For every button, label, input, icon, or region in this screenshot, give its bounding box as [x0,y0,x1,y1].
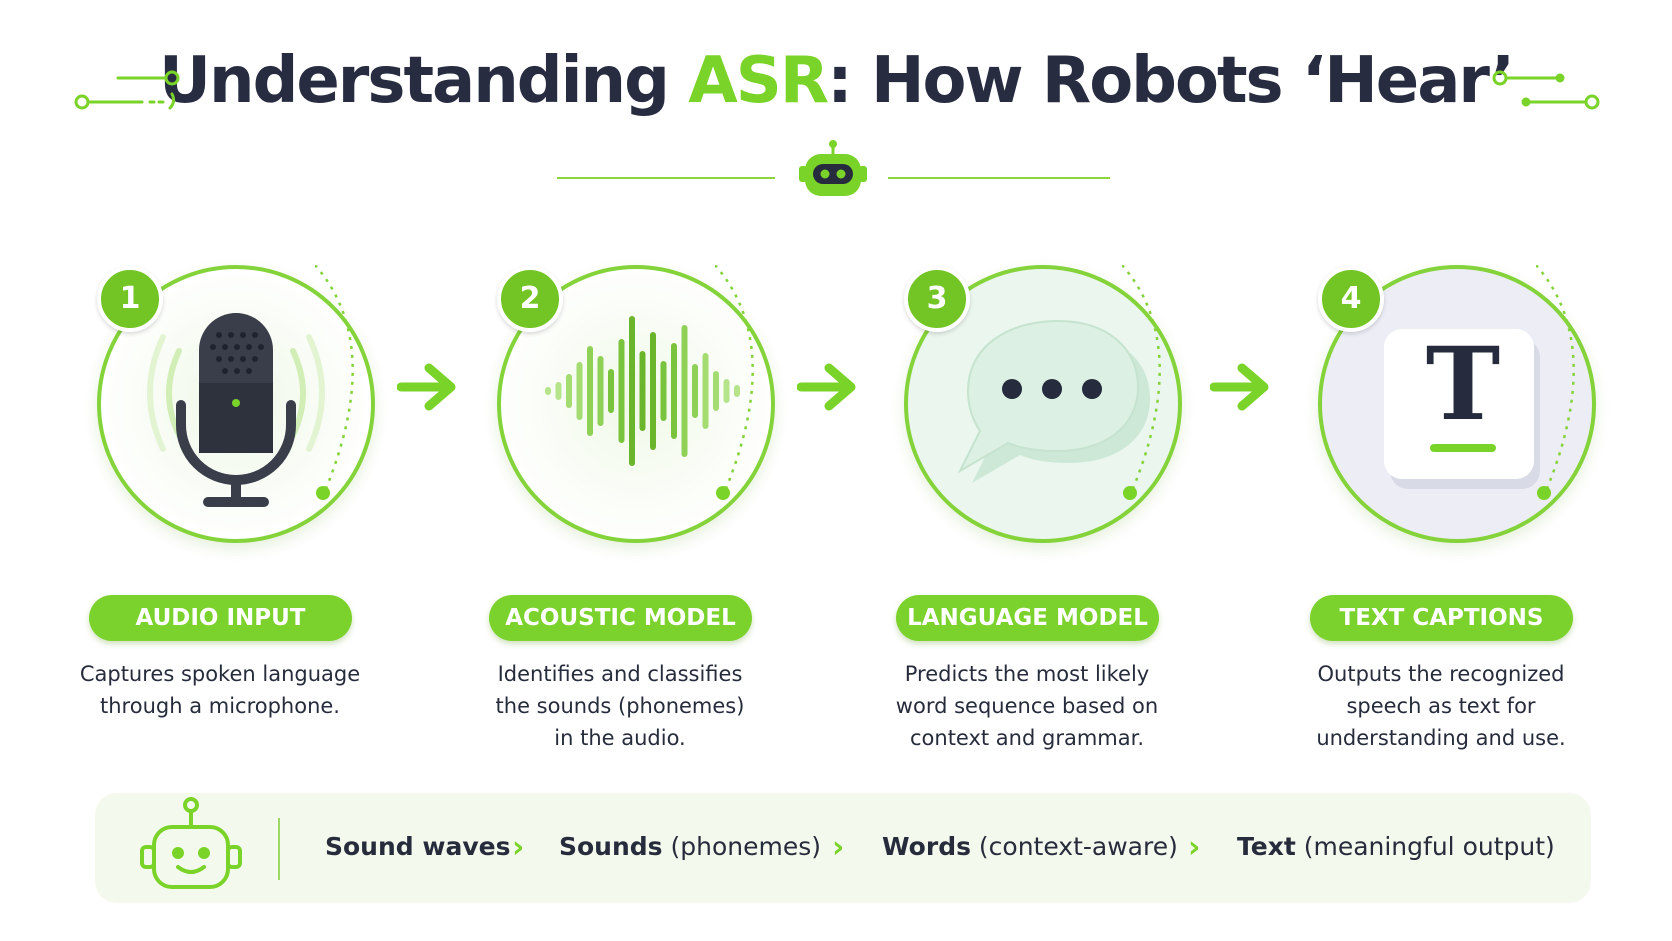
robot-face-icon [140,797,242,889]
wave-bar [576,362,583,420]
wave-bar [629,316,635,466]
desc-line: through a microphone. [100,694,340,718]
flow-item-text: Text (meaningful output) [1237,832,1555,861]
wave-bar [681,325,688,457]
sound-wave-icon [545,316,740,466]
arrow-icon [1210,363,1269,411]
step-description: Captures spoken language through a micro… [70,658,370,722]
divider-left [557,177,775,179]
step-description: Identifies and classifies the sounds (ph… [470,658,770,754]
text-underline [1430,444,1496,452]
wave-bar [545,387,551,395]
circuit-decoration-left [74,70,180,110]
circuit-decoration-right [1492,70,1600,110]
wave-bar [702,353,709,429]
wave-bar [639,351,646,431]
step-label-pill: ACOUSTIC MODEL [489,595,752,641]
page-title: Understanding ASR: How Robots ‘Hear’ [159,44,1515,118]
dotted-arc-icon [1122,265,1161,500]
flow-bold: Sounds [559,832,663,861]
wave-bar [618,339,625,443]
flow-rest: (context-aware) [970,832,1178,861]
text-glyph: T [1425,325,1501,443]
step-description: Predicts the most likely word sequence b… [877,658,1177,754]
step-circle-wrap: 2 [475,255,885,555]
chevron-right-icon: › [512,830,525,865]
desc-line: the sounds (phonemes) [495,694,745,718]
wave-bar [671,343,677,439]
dotted-arc-icon [1536,265,1575,500]
robot-head-icon [799,140,867,196]
wave-bar [660,361,667,421]
step-circle-wrap: 3 [882,255,1292,555]
chevron-right-icon: › [1188,830,1201,865]
wave-bar [587,346,593,436]
desc-line: Outputs the recognized [1317,662,1565,686]
step-label-pill: AUDIO INPUT [89,595,352,641]
wave-bar [650,332,656,450]
step-circle-wrap: 1 [75,255,485,555]
desc-line: context and grammar. [909,726,1144,750]
wave-bar [608,369,614,413]
step-label-pill: TEXT CAPTIONS [1310,595,1573,641]
desc-line: understanding and use. [1316,726,1566,750]
step-label-pill: LANGUAGE MODEL [896,595,1159,641]
flow-item-sound-waves: Sound waves [325,832,510,861]
step-description: Outputs the recognized speech as text fo… [1291,658,1591,754]
step-number-badge: 2 [497,266,563,332]
flow-bold: Text [1237,832,1296,861]
title-container: Understanding ASR: How Robots ‘Hear’ [0,44,1672,118]
step-number-badge: 1 [97,266,163,332]
wave-bar [692,364,698,418]
desc-line: Identifies and classifies [497,662,743,686]
wave-bar [566,374,572,408]
title-part1: Understanding [159,44,689,118]
chat-bubble-icon [957,319,1150,483]
title-accent: ASR [688,44,829,118]
chevron-right-icon: › [832,830,845,865]
title-part2: : How Robots ‘Hear’ [827,44,1515,118]
desc-line: word sequence based on [895,694,1159,718]
flow-rest: (phonemes) [662,832,822,861]
text-icon [1384,329,1540,489]
desc-line: in the audio. [554,726,686,750]
flow-bold: Words [882,832,971,861]
step-number-badge: 4 [1318,266,1384,332]
step-circle-wrap: T 4 [1296,255,1672,555]
summary-bar [95,793,1591,903]
wave-bar [555,382,562,400]
microphone-icon [147,313,325,507]
wave-bar [734,385,740,397]
desc-line: Predicts the most likely [904,662,1150,686]
dotted-arc-icon [715,265,754,500]
arrow-icon [397,363,456,411]
wave-bar [713,371,719,411]
divider-right [888,177,1110,179]
flow-item-words: Words (context-aware) [882,832,1178,861]
wave-bar [597,356,604,426]
summary-separator [278,818,280,880]
step-number-badge: 3 [904,266,970,332]
wave-bar [723,379,730,403]
dotted-arc-icon [315,265,354,500]
desc-line: Captures spoken language [79,662,361,686]
flow-item-sounds: Sounds (phonemes) [559,832,821,861]
desc-line: speech as text for [1346,694,1536,718]
flow-rest: (meaningful output) [1295,832,1555,861]
arrow-icon [797,363,856,411]
flow-bold: Sound waves [325,832,511,861]
